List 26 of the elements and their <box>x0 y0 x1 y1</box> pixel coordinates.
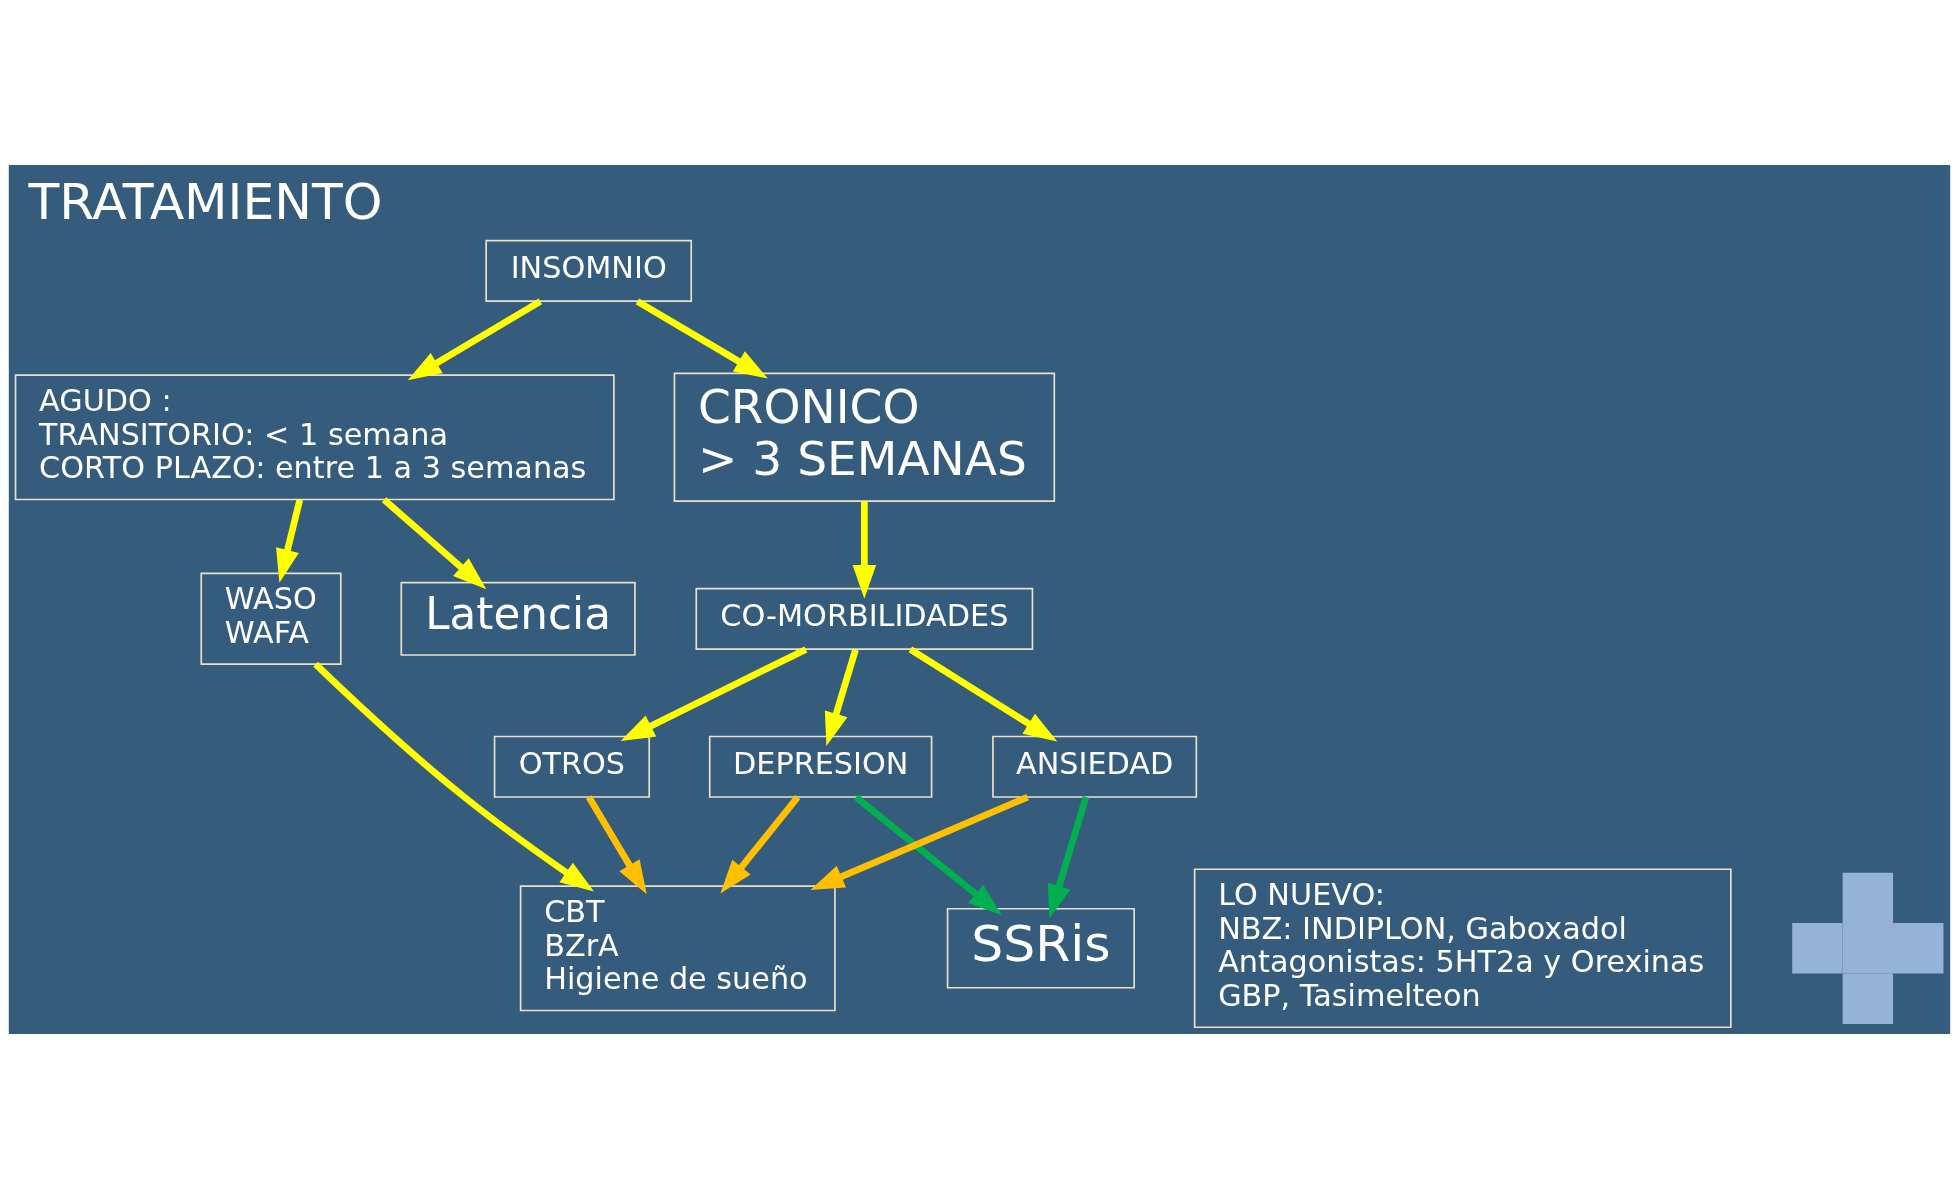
arrow <box>810 793 1029 890</box>
node-box: CRONICO > 3 SEMANAS <box>673 372 1056 502</box>
arrow <box>407 298 543 381</box>
arrow <box>313 661 594 892</box>
arrow <box>381 497 487 590</box>
diagram-title: TRATAMIENTO <box>28 171 383 231</box>
arrow <box>720 794 801 894</box>
arrow <box>908 646 1058 742</box>
node-box: INSOMNIO <box>485 239 693 302</box>
node-box: SSRis <box>946 907 1135 989</box>
node-box: AGUDO : TRANSITORIO: < 1 semana CORTO PLAZO: entre 1 a 3 semanas <box>14 374 615 501</box>
node-box: ANSIEDAD <box>992 735 1198 798</box>
arrow <box>635 298 768 379</box>
node-box: OTROS <box>493 735 651 798</box>
node-box: Latencia <box>400 581 636 656</box>
node-box: WASO WAFA <box>200 572 342 666</box>
arrow <box>824 648 859 747</box>
arrow <box>1047 796 1090 919</box>
node-box: CO-MORBILIDADES <box>695 587 1034 650</box>
node-box: CBT BZrA Higiene de sueño <box>519 885 836 1012</box>
node-box: DEPRESION <box>708 735 933 798</box>
arrow <box>586 795 647 895</box>
node-box: LO NUEVO: NBZ: INDIPLON, Gaboxadol Antagonistas: 5HT2a y Orexinas GBP, Tasimelteon <box>1193 868 1732 1029</box>
arrow <box>620 646 808 741</box>
arrow <box>853 794 1002 916</box>
arrow <box>276 499 304 583</box>
